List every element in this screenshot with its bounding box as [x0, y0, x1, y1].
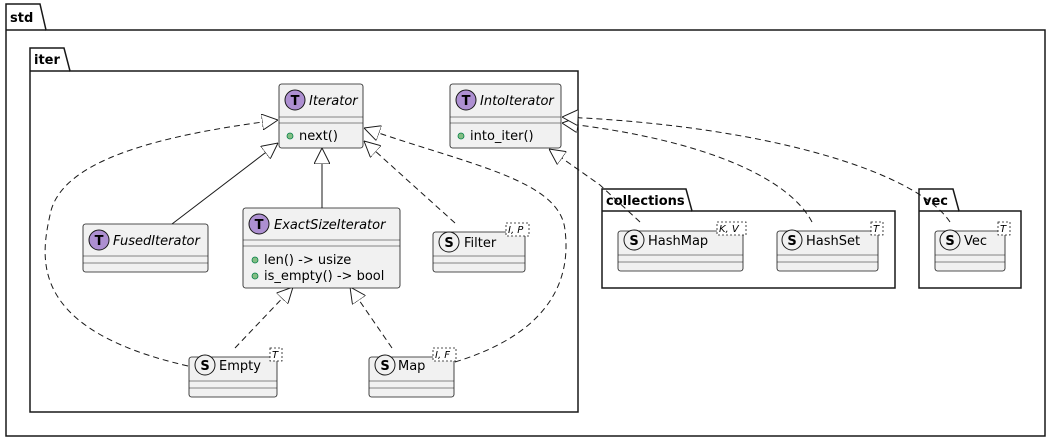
- public-method-icon: [286, 132, 294, 140]
- struct-badge-icon: [939, 229, 961, 251]
- badge-letter: T: [255, 218, 264, 233]
- badge-letter: S: [787, 234, 796, 249]
- badge-letter: T: [291, 94, 300, 109]
- struct-badge-icon: [438, 231, 460, 253]
- fused-to-iterator-edge: [171, 143, 278, 225]
- class-fusediterator[interactable]: T FusedIterator: [82, 223, 209, 273]
- generic-param-box: [870, 221, 884, 236]
- generic-param-box: [716, 221, 747, 236]
- trait-badge-icon: [248, 213, 270, 235]
- class-iterator[interactable]: T Iterator next(): [278, 83, 364, 149]
- class-name: Filter: [464, 236, 497, 251]
- method: into_iter(): [470, 129, 534, 144]
- package-collections-label: collections: [606, 194, 685, 209]
- public-method-icon: [251, 272, 259, 280]
- class-intoiterator[interactable]: T IntoIterator into_iter(): [449, 83, 562, 149]
- generic-param-box: [269, 347, 283, 362]
- class-empty[interactable]: S Empty T: [188, 347, 283, 398]
- generic-param-box: [997, 221, 1011, 236]
- trait-badge-icon: [284, 89, 306, 111]
- class-exactsizeiterator[interactable]: T ExactSizeIterator len() -> usize is_em…: [242, 207, 401, 289]
- filter-to-iterator-edge: [364, 141, 456, 224]
- class-vec[interactable]: S Vec T: [934, 221, 1011, 272]
- package-vec-label: vec: [923, 194, 948, 209]
- class-name: IntoIterator: [480, 94, 555, 109]
- class-name: Map: [398, 359, 425, 374]
- trait-badge-icon: [88, 229, 110, 251]
- vec-to-intoiterator-edge: [562, 117, 951, 223]
- hashmap-to-intoiterator-edge: [549, 149, 641, 223]
- badge-letter: T: [462, 94, 471, 109]
- struct-badge-icon: [781, 229, 803, 251]
- generic-params: T: [1000, 224, 1007, 235]
- class-map[interactable]: S Map I, F: [368, 347, 457, 398]
- hashset-to-intoiterator-edge: [562, 123, 813, 223]
- package-iter-label: iter: [34, 53, 60, 68]
- generic-params: I, P: [508, 225, 524, 236]
- generic-param-box: [432, 347, 457, 362]
- class-name: HashMap: [648, 234, 708, 249]
- map-to-exactsize-edge: [350, 287, 393, 349]
- method: is_empty() -> bool: [264, 269, 384, 284]
- trait-badge-icon: [455, 89, 477, 111]
- class-name: ExactSizeIterator: [274, 218, 387, 233]
- class-filter[interactable]: S Filter I, P: [432, 222, 530, 273]
- struct-badge-icon: [374, 354, 396, 376]
- generic-param-box: [505, 222, 530, 237]
- generic-params: K, V: [719, 224, 740, 235]
- class-hashset[interactable]: S HashSet T: [776, 221, 884, 272]
- class-name: FusedIterator: [113, 234, 202, 249]
- generic-params: T: [272, 350, 279, 361]
- generic-params: I, F: [435, 350, 450, 361]
- badge-letter: S: [380, 359, 389, 374]
- class-name: Empty: [219, 359, 261, 374]
- class-name: Iterator: [309, 94, 359, 109]
- badge-letter: S: [200, 359, 209, 374]
- method: len() -> usize: [264, 253, 351, 268]
- public-method-icon: [457, 132, 465, 140]
- map-to-iterator-edge: [364, 128, 567, 363]
- empty-to-iterator-edge: [44, 120, 278, 367]
- badge-letter: S: [629, 234, 638, 249]
- badge-letter: S: [444, 236, 453, 251]
- package-std-label: std: [10, 11, 33, 26]
- public-method-icon: [251, 256, 259, 264]
- class-hashmap[interactable]: S HashMap K, V: [617, 221, 747, 272]
- method: next(): [299, 129, 338, 144]
- badge-letter: S: [945, 234, 954, 249]
- generic-params: T: [873, 224, 880, 235]
- struct-badge-icon: [194, 354, 216, 376]
- struct-badge-icon: [623, 229, 645, 251]
- empty-to-exactsize-edge: [234, 287, 293, 349]
- class-name: HashSet: [806, 234, 860, 249]
- class-name: Vec: [964, 234, 987, 249]
- relationships: [44, 117, 951, 367]
- badge-letter: T: [95, 234, 104, 249]
